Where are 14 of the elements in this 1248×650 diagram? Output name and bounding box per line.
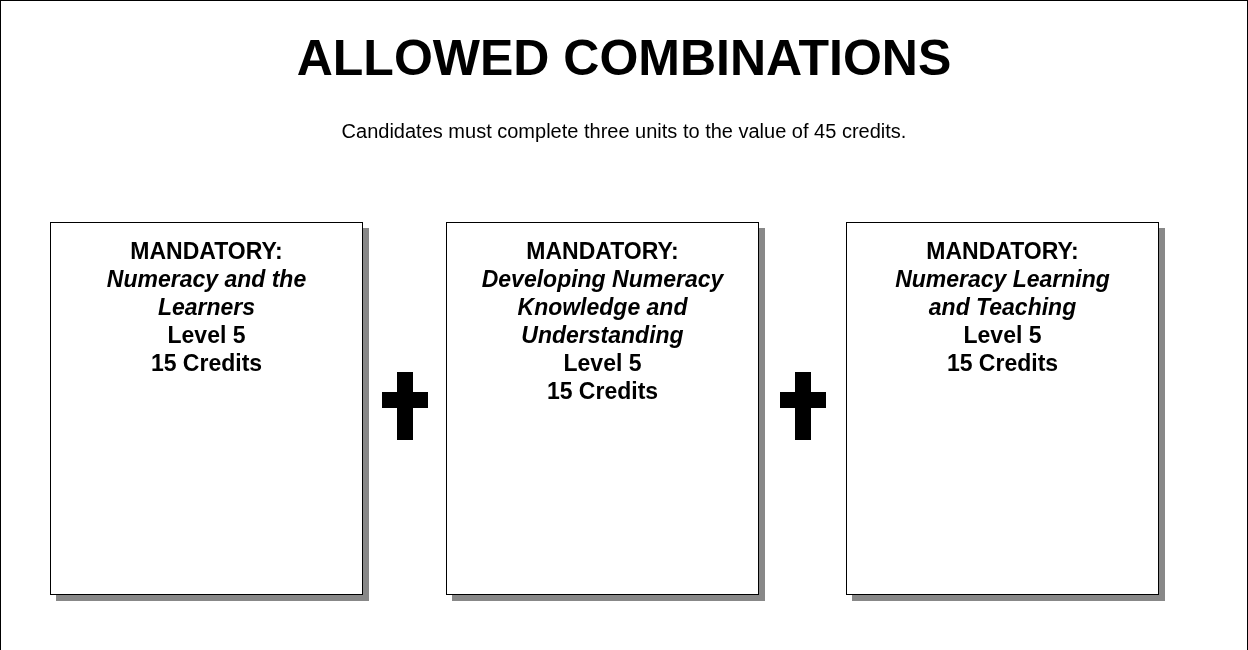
subtitle: Candidates must complete three units to the value of 45 credits. [340,119,908,144]
heading-text: MANDATORY: [925,237,1080,265]
unit-title: Developing Numeracy Knowledge and Understanding [480,265,725,349]
heading-text: MANDATORY: [129,237,284,265]
level-text: Level 5 [166,321,247,349]
title: ALLOWED COMBINATIONS [295,29,953,88]
heading-text: MANDATORY: [525,237,680,265]
level-text: Level 5 [962,321,1043,349]
unit-title: Numeracy Learning and Teaching [894,265,1111,321]
credits-text: 15 Credits [545,377,660,405]
credits-text: 15 Credits [149,349,264,377]
level-text: Level 5 [562,349,643,377]
credits-text: 15 Credits [945,349,1060,377]
unit-title: Numeracy and the Learners [105,265,308,321]
